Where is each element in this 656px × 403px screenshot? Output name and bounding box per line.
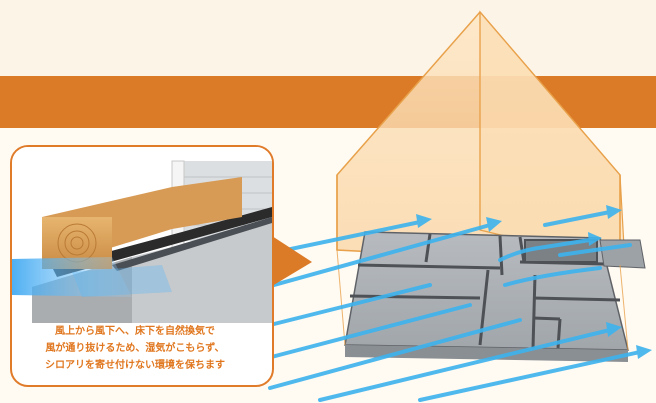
caption-line-3: シロアリを寄せ付けない環境を保ちます xyxy=(45,360,225,371)
callout-pointer xyxy=(272,236,312,286)
callout-caption: 風上から風下へ、床下を自然換気で 風が通り抜けるため、湿気がこもらず、 シロアリ… xyxy=(6,323,264,374)
cross-section-illustration xyxy=(12,147,272,323)
top-panel xyxy=(0,0,656,76)
caption-line-2: 風が通り抜けるため、湿気がこもらず、 xyxy=(45,343,225,354)
callout-box xyxy=(10,145,274,387)
house-outline-icon xyxy=(336,10,626,266)
caption-line-1: 風上から風下へ、床下を自然換気で xyxy=(55,326,215,337)
